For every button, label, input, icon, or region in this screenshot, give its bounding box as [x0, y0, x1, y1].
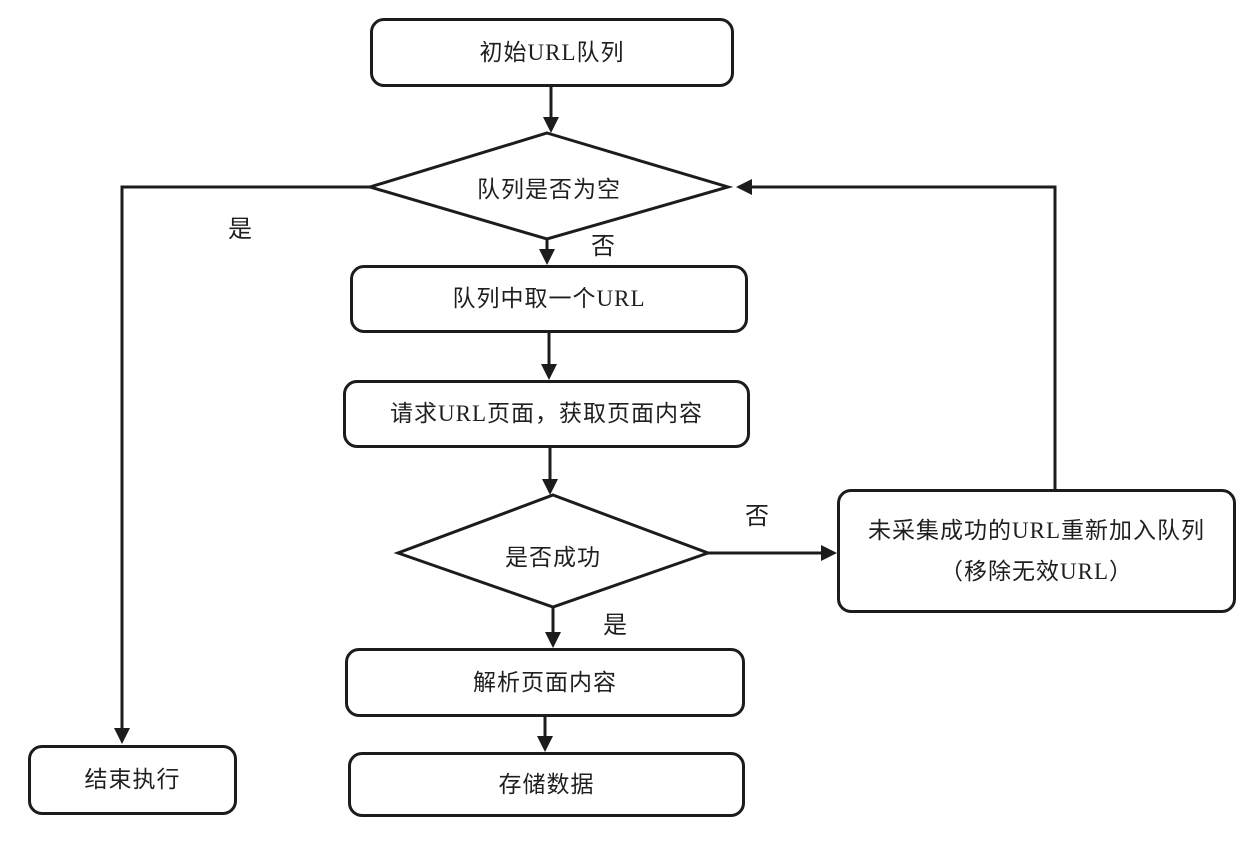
- node-take-one-url: 队列中取一个URL: [350, 265, 748, 333]
- decision-diamond-is-success: [393, 493, 713, 609]
- node-request-url-page-label: 请求URL页面，获取页面内容: [390, 401, 703, 427]
- decision-diamond-queue-empty: [364, 131, 734, 241]
- arrowhead-into-is-success: [542, 479, 558, 495]
- arrowhead-into-request-page: [541, 364, 557, 380]
- arrowhead-into-store-data: [537, 736, 553, 752]
- arrowhead-into-queue-empty-right: [736, 179, 752, 195]
- node-requeue-failed-url-label: 未采集成功的URL重新加入队列（移除无效URL）: [868, 517, 1205, 584]
- node-requeue-failed-url: 未采集成功的URL重新加入队列（移除无效URL）: [837, 489, 1236, 613]
- node-end-execution: 结束执行: [28, 745, 237, 815]
- node-store-data: 存储数据: [348, 752, 745, 817]
- arrowhead-into-queue-empty-top: [543, 117, 559, 133]
- node-request-url-page: 请求URL页面，获取页面内容: [343, 380, 750, 448]
- node-take-one-url-label: 队列中取一个URL: [452, 286, 646, 312]
- node-end-execution-label: 结束执行: [84, 767, 181, 793]
- edge-requeue-to-queue-empty: [752, 185, 1057, 489]
- arrowhead-into-parse-page: [545, 632, 561, 648]
- edge-queue-empty-to-end: [120, 185, 370, 729]
- arrowhead-into-end-execution: [114, 728, 130, 744]
- arrowhead-into-take-url: [539, 249, 555, 265]
- node-parse-page-content: 解析页面内容: [345, 648, 745, 717]
- node-initial-url-queue: 初始URL队列: [370, 18, 734, 87]
- node-store-data-label: 存储数据: [498, 771, 595, 797]
- node-parse-page-content-label: 解析页面内容: [473, 669, 617, 695]
- node-initial-url-queue-label: 初始URL队列: [479, 39, 625, 65]
- arrowhead-into-requeue: [821, 545, 837, 561]
